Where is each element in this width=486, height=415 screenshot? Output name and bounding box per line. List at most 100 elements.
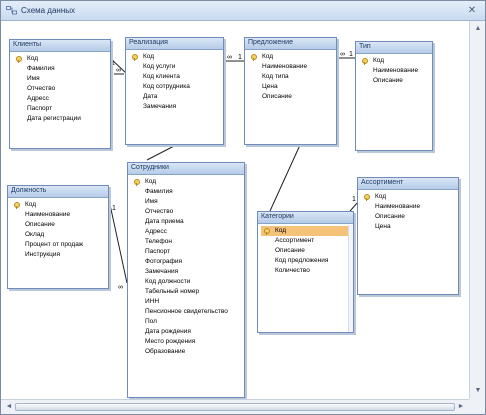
field-row[interactable]: Количество [275, 267, 310, 274]
vertical-scrollbar[interactable]: ▲ ▼ [469, 21, 485, 399]
field-row[interactable]: Описание [275, 247, 305, 254]
field-row[interactable]: Наименование [373, 67, 419, 74]
primary-key-icon [131, 54, 138, 61]
relation-line-clients-sales [110, 58, 127, 74]
table-title[interactable]: Реализация [126, 38, 223, 50]
field-row[interactable]: Отчество [27, 85, 56, 92]
field-row[interactable]: Наименование [262, 63, 308, 70]
table-title[interactable]: Ассортимент [358, 178, 458, 190]
field-row[interactable]: Адресс [27, 95, 49, 102]
primary-key-icon [13, 202, 20, 209]
field-row[interactable]: Пенсионное свидетельство [145, 308, 228, 315]
diagram-canvas: 1 ∞ ∞ 1 ∞ 1 1 ∞ 1 ∞ Клиенты Код Фамилия … [1, 21, 469, 399]
rel-label-sales-inf: ∞ [116, 67, 121, 74]
primary-key-icon [15, 56, 22, 63]
field-row[interactable]: Пол [145, 318, 157, 325]
table-assortment[interactable]: Ассортимент Код Наименование Описание Це… [357, 177, 459, 295]
field-row[interactable]: Дата [143, 93, 158, 100]
field-row[interactable]: ИНН [145, 298, 160, 305]
field-row[interactable]: Фамилия [145, 188, 173, 195]
field-row[interactable]: Описание [262, 93, 292, 100]
field-row[interactable]: Описание [375, 213, 405, 220]
field-row[interactable]: Код должности [145, 278, 191, 285]
field-row[interactable]: Код услуги [143, 63, 176, 70]
scroll-right-arrow-icon[interactable]: ► [457, 403, 465, 410]
table-clients[interactable]: Клиенты Код Фамилия Имя Отчество Адресс … [9, 39, 111, 149]
field-row[interactable]: Адресс [145, 228, 167, 235]
table-categories[interactable]: Категории Код Ассортимент Описание Код п… [257, 211, 354, 333]
field-row[interactable]: Оклад [25, 231, 45, 238]
field-row[interactable]: Имя [145, 198, 158, 205]
field-row[interactable]: Дата регистрации [27, 115, 81, 122]
horizontal-scrollbar[interactable]: ◄ ► [1, 399, 469, 414]
primary-key-icon [250, 54, 257, 61]
primary-key-icon [363, 194, 370, 201]
field-row[interactable]: Табельный номер [145, 288, 200, 295]
field-row[interactable]: Код [359, 56, 430, 66]
field-row[interactable]: Отчество [145, 208, 174, 215]
field-row[interactable]: Замечания [145, 268, 179, 275]
field-row[interactable]: Место рождения [145, 338, 196, 345]
window-title: Схема данных [21, 6, 76, 15]
field-row[interactable]: Инструкция [25, 251, 60, 258]
field-row[interactable]: Код [11, 200, 106, 210]
rel-label-position-1: 1 [112, 205, 116, 212]
table-scrollbar[interactable] [348, 225, 353, 332]
field-row[interactable]: Код клиента [143, 73, 180, 80]
field-row[interactable]: Имя [27, 75, 40, 82]
field-row[interactable]: Код [129, 52, 221, 62]
scroll-up-arrow-icon[interactable]: ▲ [474, 25, 482, 32]
close-button[interactable]: ✕ [467, 5, 477, 16]
table-title[interactable]: Клиенты [10, 40, 110, 52]
scroll-left-arrow-icon[interactable]: ◄ [5, 403, 13, 410]
rel-label-offer-inf: ∞ [340, 51, 345, 58]
field-row-selected[interactable]: Код [261, 226, 351, 236]
table-title[interactable]: Категории [258, 212, 353, 224]
field-row[interactable]: Дата приема [145, 218, 184, 225]
field-row[interactable]: Телефон [145, 238, 172, 245]
horizontal-scroll-thumb[interactable] [15, 403, 455, 411]
field-row[interactable]: Процент от продаж [25, 241, 84, 248]
field-row[interactable]: Цена [375, 223, 391, 230]
field-row[interactable]: Цена [262, 83, 278, 90]
relationships-icon [6, 6, 17, 15]
relation-line-offer-categories [269, 144, 301, 212]
scrollbar-corner [469, 399, 485, 414]
table-title[interactable]: Тип [356, 42, 432, 54]
table-staff[interactable]: Сотрудники Код Фамилия Имя Отчество Дата… [127, 162, 245, 398]
field-row[interactable]: Наименование [375, 203, 421, 210]
table-offer[interactable]: Предложение Код Наименование Код типа Це… [244, 37, 337, 145]
field-row[interactable]: Ассортимент [275, 237, 315, 244]
rel-label-type-1: 1 [349, 51, 353, 58]
field-row[interactable]: Фамилия [27, 65, 55, 72]
primary-key-icon [263, 228, 270, 235]
rel-label-sales-inf-2: ∞ [227, 54, 232, 61]
field-row[interactable]: Образование [145, 348, 186, 355]
field-row[interactable]: Код [131, 177, 242, 187]
field-row[interactable]: Паспорт [145, 248, 171, 255]
field-row[interactable]: Замечания [143, 103, 177, 110]
field-row[interactable]: Код [248, 52, 334, 62]
table-title[interactable]: Предложение [245, 38, 336, 50]
table-title[interactable]: Должность [8, 186, 108, 198]
rel-label-assort-1: 1 [352, 196, 356, 203]
table-type[interactable]: Тип Код Наименование Описание [355, 41, 433, 151]
field-row[interactable]: Описание [25, 221, 55, 228]
scroll-down-arrow-icon[interactable]: ▼ [474, 387, 482, 394]
title-bar: Схема данных ✕ [1, 1, 485, 21]
table-position[interactable]: Должность Код Наименование Описание Окла… [7, 185, 109, 289]
field-row[interactable]: Код предложения [275, 257, 329, 264]
field-row[interactable]: Наименование [25, 211, 71, 218]
field-row[interactable]: Фотография [145, 258, 183, 265]
table-sales[interactable]: Реализация Код Код услуги Код клиента Ко… [125, 37, 224, 145]
field-row[interactable]: Паспорт [27, 105, 53, 112]
rel-label-offer-1: 1 [238, 54, 242, 61]
table-title[interactable]: Сотрудники [128, 163, 244, 175]
field-row[interactable]: Код сотрудника [143, 83, 190, 90]
field-row[interactable]: Код типа [262, 73, 289, 80]
field-row[interactable]: Код [13, 54, 108, 64]
field-row[interactable]: Описание [373, 77, 403, 84]
field-row[interactable]: Дата рождения [145, 328, 191, 335]
field-row[interactable]: Код [361, 192, 456, 202]
